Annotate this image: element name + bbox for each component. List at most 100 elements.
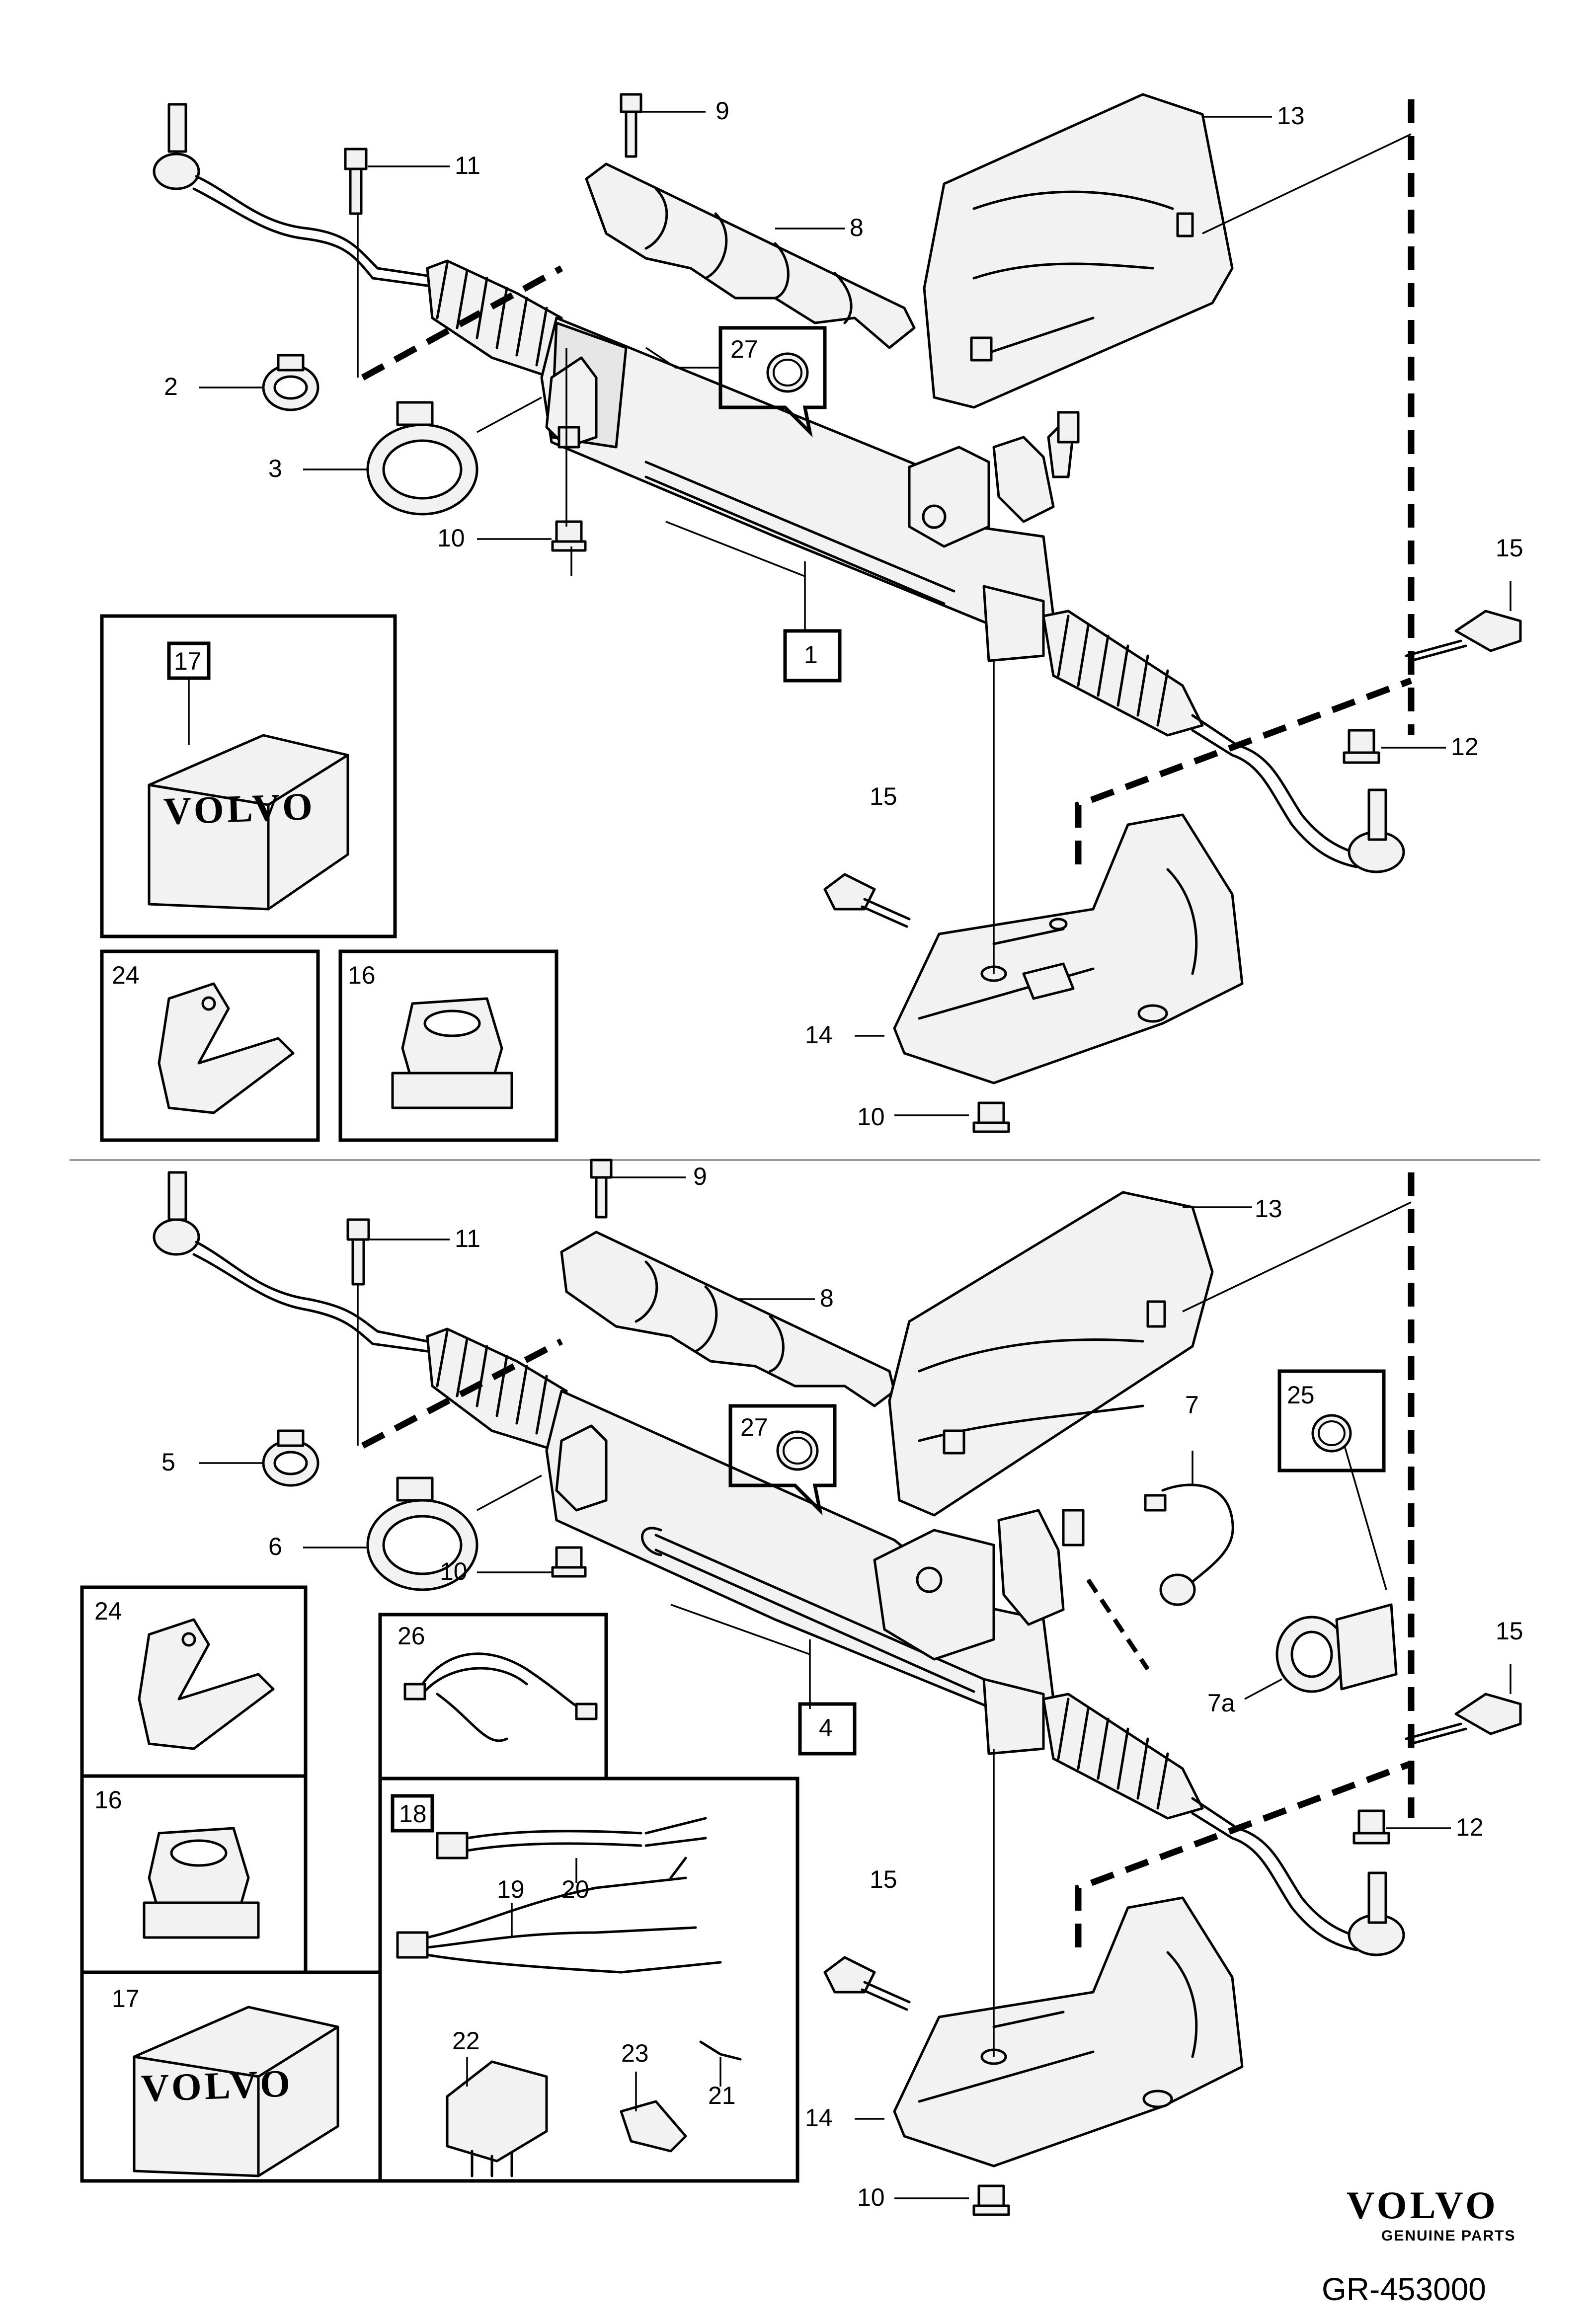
callout-10-c: 10 <box>440 1557 468 1585</box>
callout-24-b: 24 <box>94 1597 122 1625</box>
nut-10-lower-2 <box>972 2184 1010 2216</box>
callout-13: 13 <box>1277 102 1305 130</box>
top-section <box>100 93 1522 1142</box>
callout-21: 21 <box>708 2082 736 2109</box>
callout-7: 7 <box>1185 1391 1199 1419</box>
nut-12-2 <box>1352 1809 1390 1845</box>
callout-22: 22 <box>452 2027 480 2055</box>
callouts-bottom: 9 13 11 8 7 25 27 5 6 10 15 24 26 7a 4 1… <box>94 1162 1523 2211</box>
bottom-section <box>80 1159 1522 2216</box>
callout-16-b: 16 <box>94 1786 122 1814</box>
box-16-2 <box>80 1774 308 1974</box>
dash-line-bottom-lower <box>1075 1760 1413 1947</box>
figure-reference: GR-453000 <box>1322 2271 1486 2307</box>
callout-12: 12 <box>1451 733 1479 761</box>
brand-block: VOLVO GENUINE PARTS GR-453000 <box>1322 2183 1515 2307</box>
clamp-6 <box>366 1476 478 1591</box>
dash-line-top-left <box>361 265 563 381</box>
callout-7a: 7a <box>1207 1689 1235 1717</box>
rack-cover <box>585 162 916 349</box>
box-17-volvo-label: VOLVO <box>163 784 317 833</box>
steering-boot-left-2 <box>426 1327 568 1452</box>
heat-shield <box>923 93 1234 409</box>
box-18 <box>378 1777 799 2183</box>
callout-11-b: 11 <box>455 1225 480 1252</box>
callout-4: 4 <box>819 1714 833 1742</box>
callout-9: 9 <box>716 97 729 125</box>
rack-bracket-2 <box>555 1424 608 1512</box>
callout-10-b: 10 <box>857 1103 885 1131</box>
callout-14: 14 <box>805 1021 833 1049</box>
steering-rack-housing-2 <box>545 1390 1085 1755</box>
bolt-15-right-2 <box>1405 1693 1522 1745</box>
callout-6: 6 <box>268 1533 282 1560</box>
box-24 <box>100 949 320 1142</box>
callout-20: 20 <box>561 1875 589 1903</box>
callout-5: 5 <box>161 1448 175 1476</box>
box-16 <box>338 949 558 1142</box>
callout-8: 8 <box>850 214 864 241</box>
callout-23: 23 <box>621 2039 649 2067</box>
callouts-top: 9 13 11 8 27 2 3 10 15 1 17 VOLVO 12 15 … <box>112 97 1523 1131</box>
clamp-2 <box>262 354 319 411</box>
callout-26: 26 <box>398 1622 425 1650</box>
bolt-11-2 <box>346 1218 370 1286</box>
bolt-11 <box>344 148 368 215</box>
lower-shield <box>893 813 1244 1085</box>
leader-lines-bottom <box>199 1176 1511 2199</box>
leader-lines-top <box>199 111 1511 1116</box>
valve-7a <box>1275 1603 1398 1693</box>
callout-17-b: 17 <box>112 1985 140 2013</box>
dash-line-top-lower <box>1075 677 1413 864</box>
clamp-3 <box>366 401 478 516</box>
callout-15-b: 15 <box>870 782 897 810</box>
callout-27: 27 <box>730 335 758 363</box>
rack-bracket <box>545 356 598 449</box>
tie-rod-end-right <box>1191 714 1405 873</box>
brand-tagline: GENUINE PARTS <box>1381 2228 1515 2244</box>
bolt-15-left <box>823 873 911 928</box>
callout-12-b: 12 <box>1456 1813 1484 1841</box>
callout-17: 17 <box>174 647 202 675</box>
callout-13-b: 13 <box>1255 1195 1282 1223</box>
callout-27-box-2 <box>728 1404 837 1516</box>
nut-10-upper <box>551 520 587 552</box>
callout-27-box <box>645 326 827 438</box>
brand-logo-word: VOLVO <box>1347 2183 1499 2227</box>
callout-14-b: 14 <box>805 2104 833 2132</box>
callout-4-box <box>798 1702 857 1756</box>
callout-2: 2 <box>164 373 178 400</box>
callout-18: 18 <box>399 1800 427 1828</box>
callout-9-b: 9 <box>693 1162 707 1190</box>
box-17 <box>100 614 397 938</box>
steering-boot-right <box>1042 610 1204 737</box>
nut-12 <box>1343 729 1380 764</box>
callout-25: 25 <box>1287 1381 1315 1409</box>
nut-10-lower <box>972 1101 1010 1133</box>
callout-19: 19 <box>497 1875 525 1903</box>
tie-rod-end-right-2 <box>1191 1797 1405 1956</box>
nut-10-upper-2 <box>551 1546 587 1578</box>
callout-15-c: 15 <box>1496 1617 1523 1645</box>
bolt-9 <box>620 93 642 158</box>
bolt-15-right <box>1405 610 1522 662</box>
dash-line-bottom-left <box>361 1338 563 1449</box>
tie-rod-end-left-2 <box>153 1171 429 1353</box>
heat-shield-2 <box>888 1191 1214 1517</box>
sensor-cable-7 <box>1086 1483 1234 1671</box>
steering-boot-right-2 <box>1042 1693 1204 1820</box>
callout-15-d: 15 <box>870 1865 897 1893</box>
lower-shield-2 <box>893 1896 1244 2168</box>
steering-boot-left <box>426 259 563 379</box>
callout-1-box <box>783 629 842 683</box>
clamp-5 <box>262 1429 319 1487</box>
callout-10-a: 10 <box>437 524 465 552</box>
bolt-9-2 <box>590 1159 613 1219</box>
callout-11: 11 <box>455 152 480 179</box>
rack-cover-2 <box>560 1231 896 1407</box>
callout-3: 3 <box>268 455 282 482</box>
callout-16: 16 <box>348 961 376 989</box>
box-17-volvo-label-2: VOLVO <box>141 2061 294 2110</box>
box-25 <box>1277 1369 1386 1472</box>
